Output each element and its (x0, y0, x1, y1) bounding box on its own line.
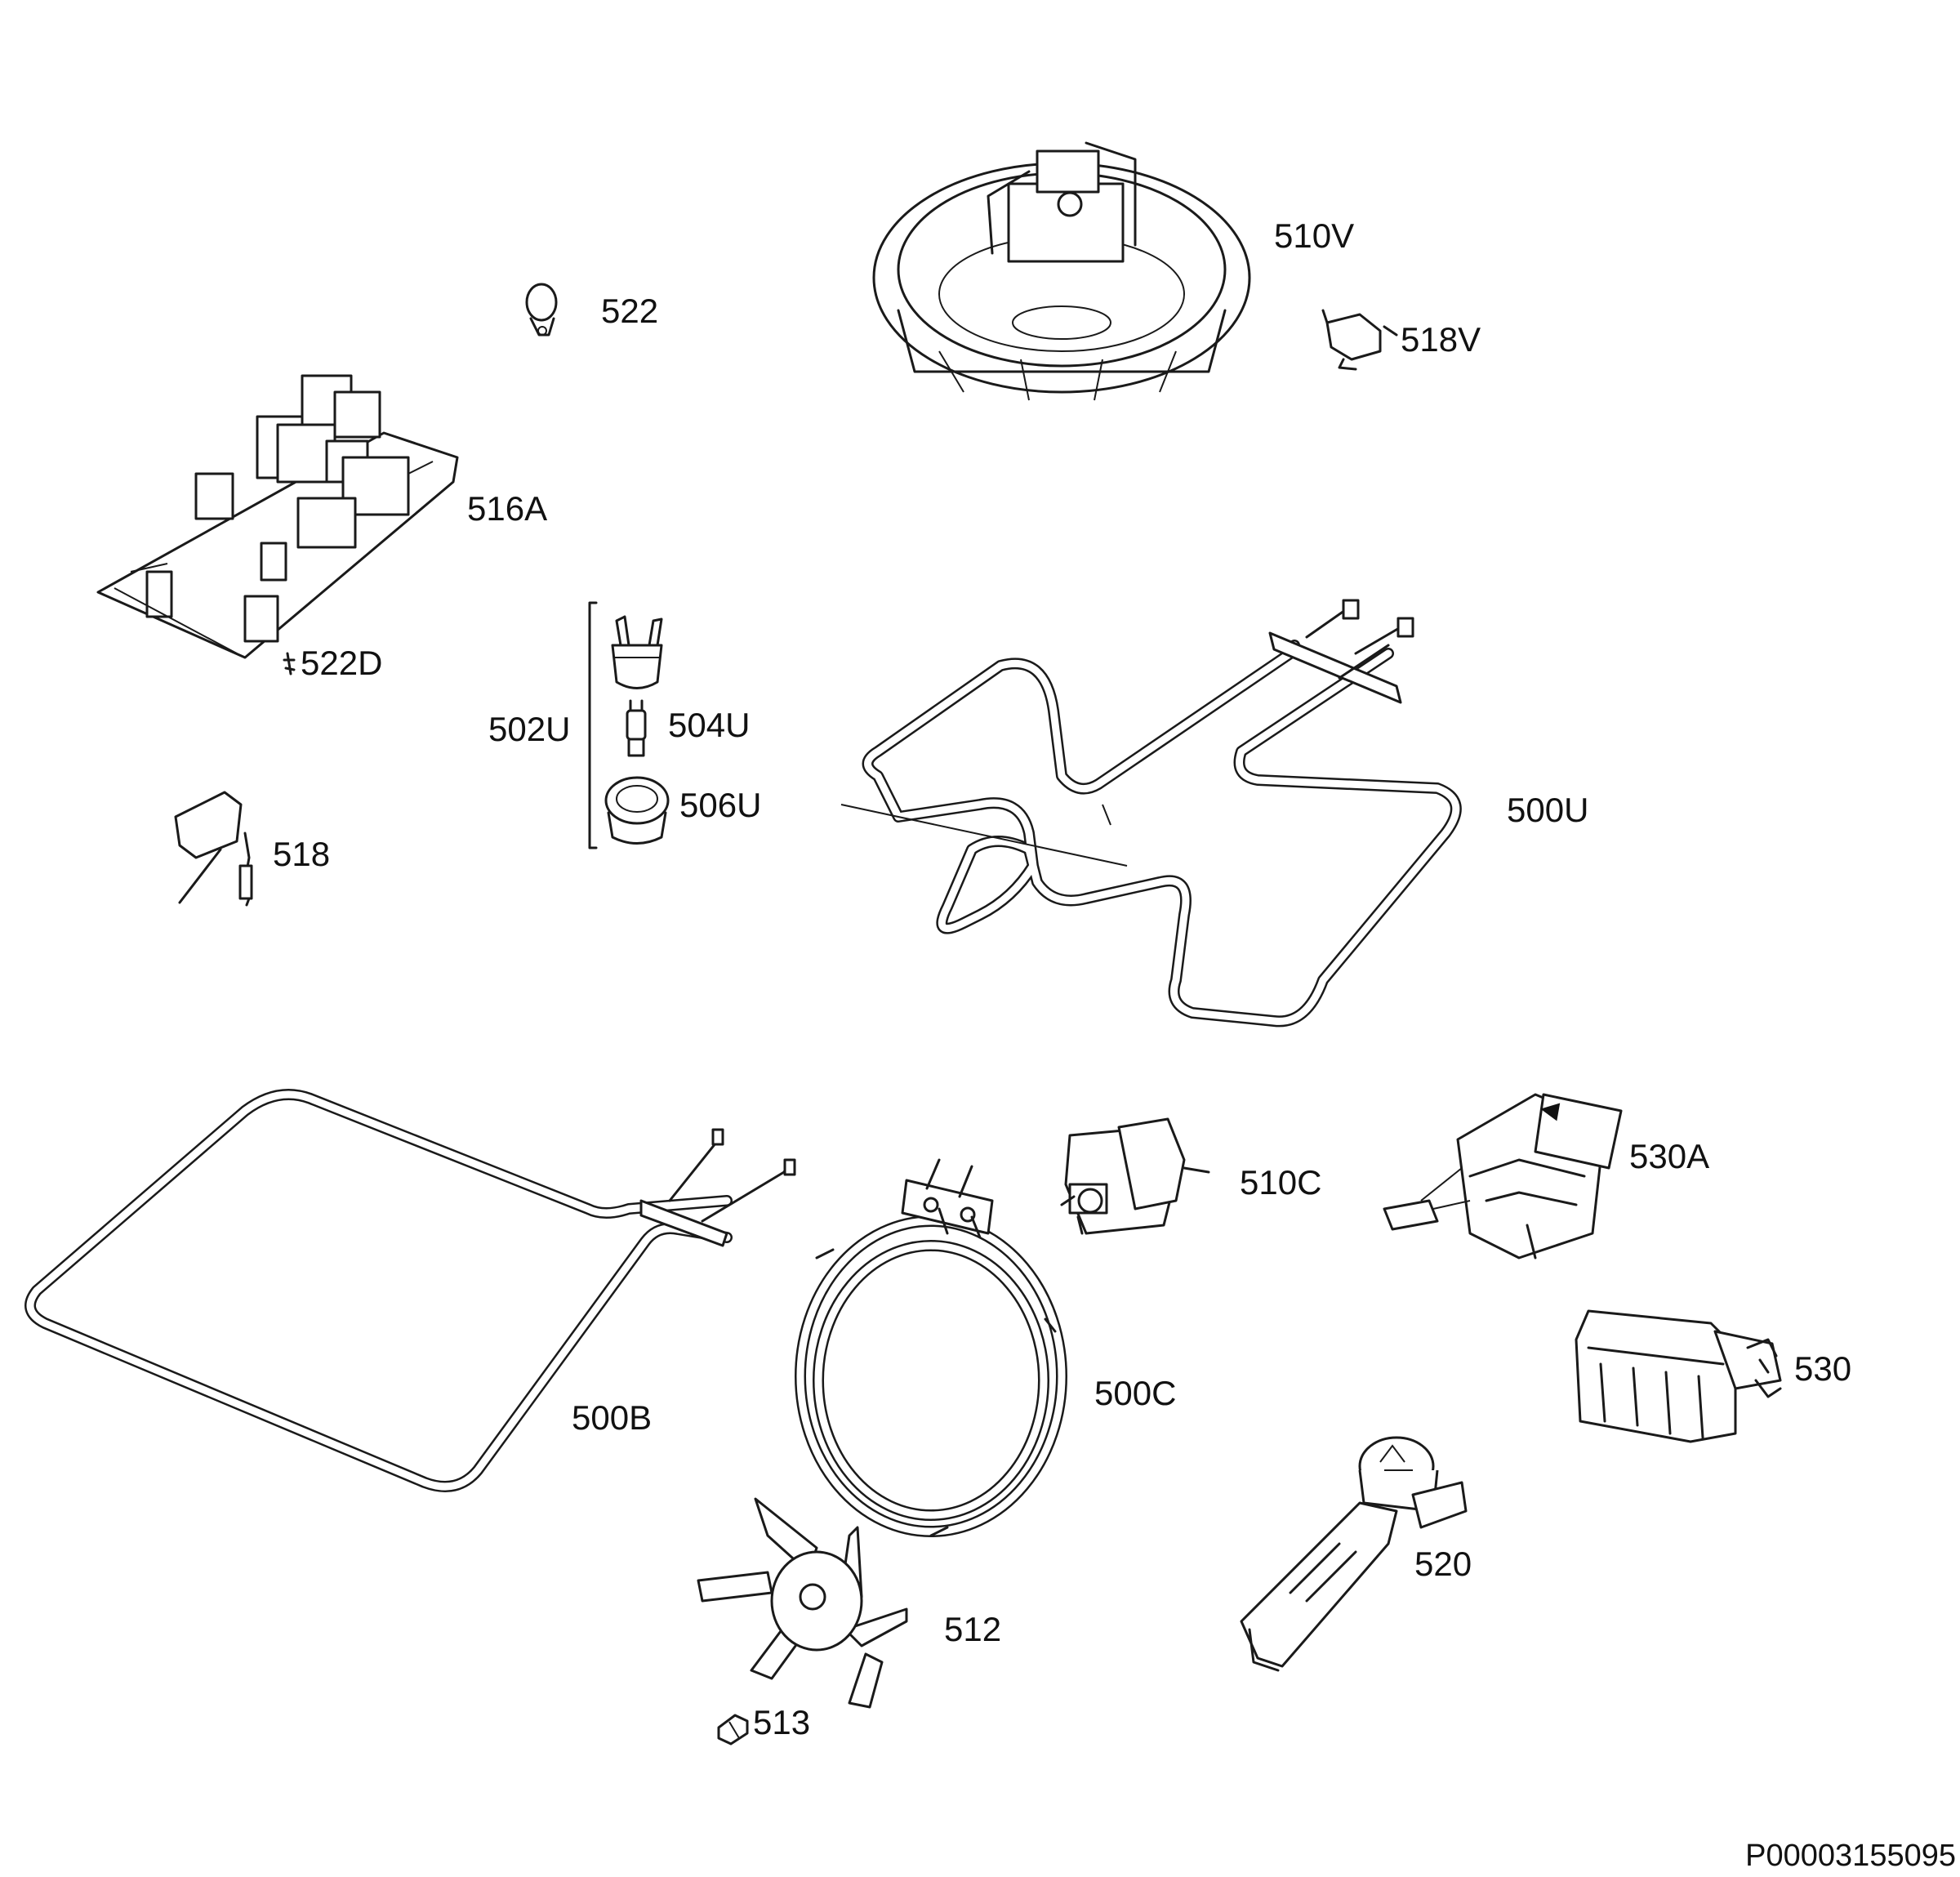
part-530A-terminal-block: ▲ (1383, 1092, 1623, 1260)
label-522D: 522D (301, 644, 382, 682)
part-512-fan-blade (697, 1497, 908, 1709)
part-513-nut (717, 1714, 749, 1745)
label-500U: 500U (1507, 791, 1588, 829)
label-530A: 530A (1629, 1137, 1709, 1175)
label-522: 522 (601, 292, 658, 330)
label-502U: 502U (488, 710, 570, 748)
part-502U-lamp-holder (611, 615, 663, 689)
label-500C: 500C (1094, 1374, 1176, 1412)
label-506U: 506U (679, 786, 761, 824)
part-504U-lamp-bulb (626, 699, 647, 757)
part-506U-lamp-cover (604, 776, 670, 845)
part-522-clip (525, 283, 558, 337)
group-502U-bracket (588, 601, 598, 849)
part-500U-grill-heating-element (840, 599, 1462, 1028)
part-518-thermostat-probe (174, 791, 253, 907)
terminal-block-marking: ▲ (1530, 1092, 1569, 1128)
label-500B: 500B (572, 1398, 652, 1437)
part-500B-bottom-heating-element (24, 1089, 796, 1492)
part-500C-circular-heating-element (795, 1158, 1067, 1537)
label-520: 520 (1414, 1545, 1472, 1583)
part-522D-small-part (283, 652, 296, 675)
label-504U: 504U (668, 706, 750, 744)
part-516A-control-board (96, 374, 459, 659)
label-510C: 510C (1240, 1163, 1321, 1202)
label-513: 513 (753, 1703, 810, 1741)
part-530-terminal-block (1575, 1309, 1782, 1443)
label-518V: 518V (1401, 320, 1481, 359)
part-510C-cooling-fan-motor (1060, 1117, 1210, 1235)
label-516A: 516A (467, 489, 547, 528)
label-518: 518 (273, 835, 330, 873)
part-520-timer-switch (1240, 1436, 1468, 1672)
label-530: 530 (1794, 1349, 1851, 1388)
label-512: 512 (944, 1610, 1001, 1648)
drawing-code: P00003155095 (1745, 1839, 1956, 1873)
label-510V: 510V (1274, 216, 1354, 255)
part-518V-thermostat (1321, 309, 1398, 371)
part-510V-fan-motor-assembly (872, 141, 1251, 401)
